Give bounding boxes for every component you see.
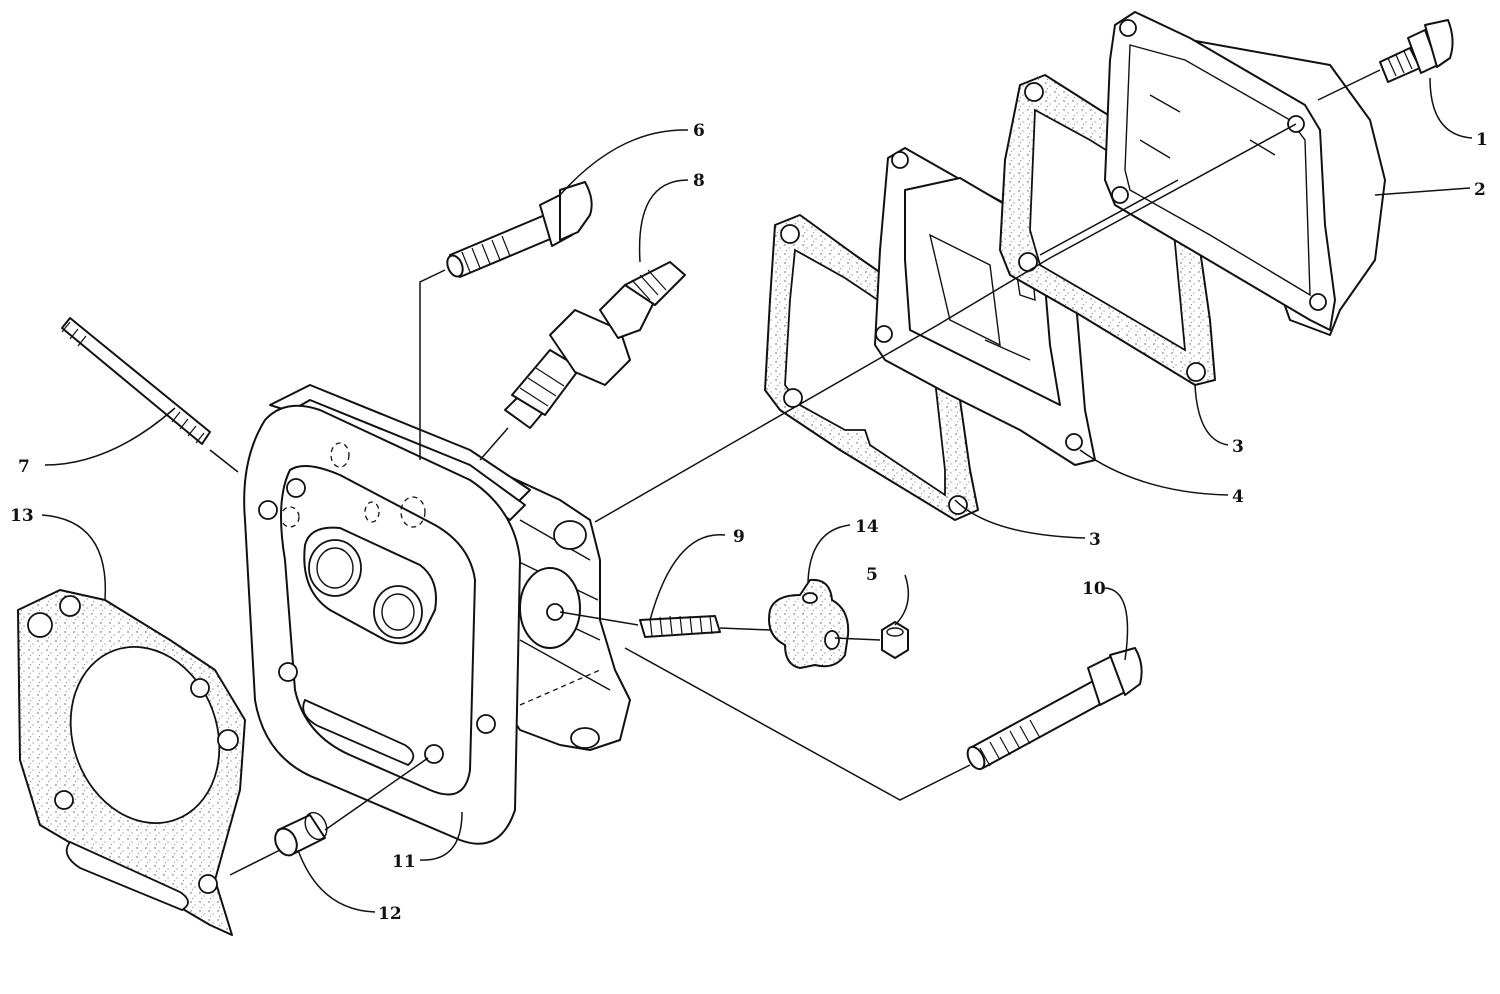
callout-14: 14 (855, 517, 879, 537)
flange-bolt-part-6 (446, 181, 593, 278)
dowel-part-12 (274, 811, 328, 857)
cylinder-head-part-11 (243, 384, 631, 845)
callout-labels: 1 2 3 4 3 5 6 7 8 9 10 11 12 13 14 (10, 121, 1488, 924)
callout-1: 1 (1476, 130, 1488, 150)
callout-6: 6 (693, 121, 705, 141)
callout-9: 9 (733, 527, 745, 547)
callout-12: 12 (378, 904, 402, 924)
callout-7: 7 (18, 457, 30, 477)
nut-part-5 (881, 621, 909, 659)
stud-part-9 (639, 615, 721, 638)
callout-4: 4 (1232, 487, 1244, 507)
rocker-cover-part-2 (1104, 11, 1386, 336)
callout-leaders (41, 77, 1473, 913)
spark-plug-part-8 (504, 261, 686, 429)
stud-part-7 (61, 317, 211, 445)
callout-2: 2 (1474, 180, 1486, 200)
head-gasket-part-13 (17, 589, 246, 936)
assembly-lines (209, 69, 1381, 876)
callout-3-upper: 3 (1232, 437, 1244, 457)
long-flange-bolt-part-10 (966, 647, 1143, 771)
callout-13: 13 (10, 506, 34, 526)
callout-11: 11 (392, 852, 416, 872)
callout-8: 8 (693, 171, 705, 191)
cover-bolt-part-1 (1379, 19, 1454, 83)
callout-5: 5 (866, 565, 878, 585)
flange-gasket-part-14 (768, 578, 850, 669)
callout-3-lower: 3 (1089, 530, 1101, 550)
callout-10: 10 (1082, 579, 1106, 599)
